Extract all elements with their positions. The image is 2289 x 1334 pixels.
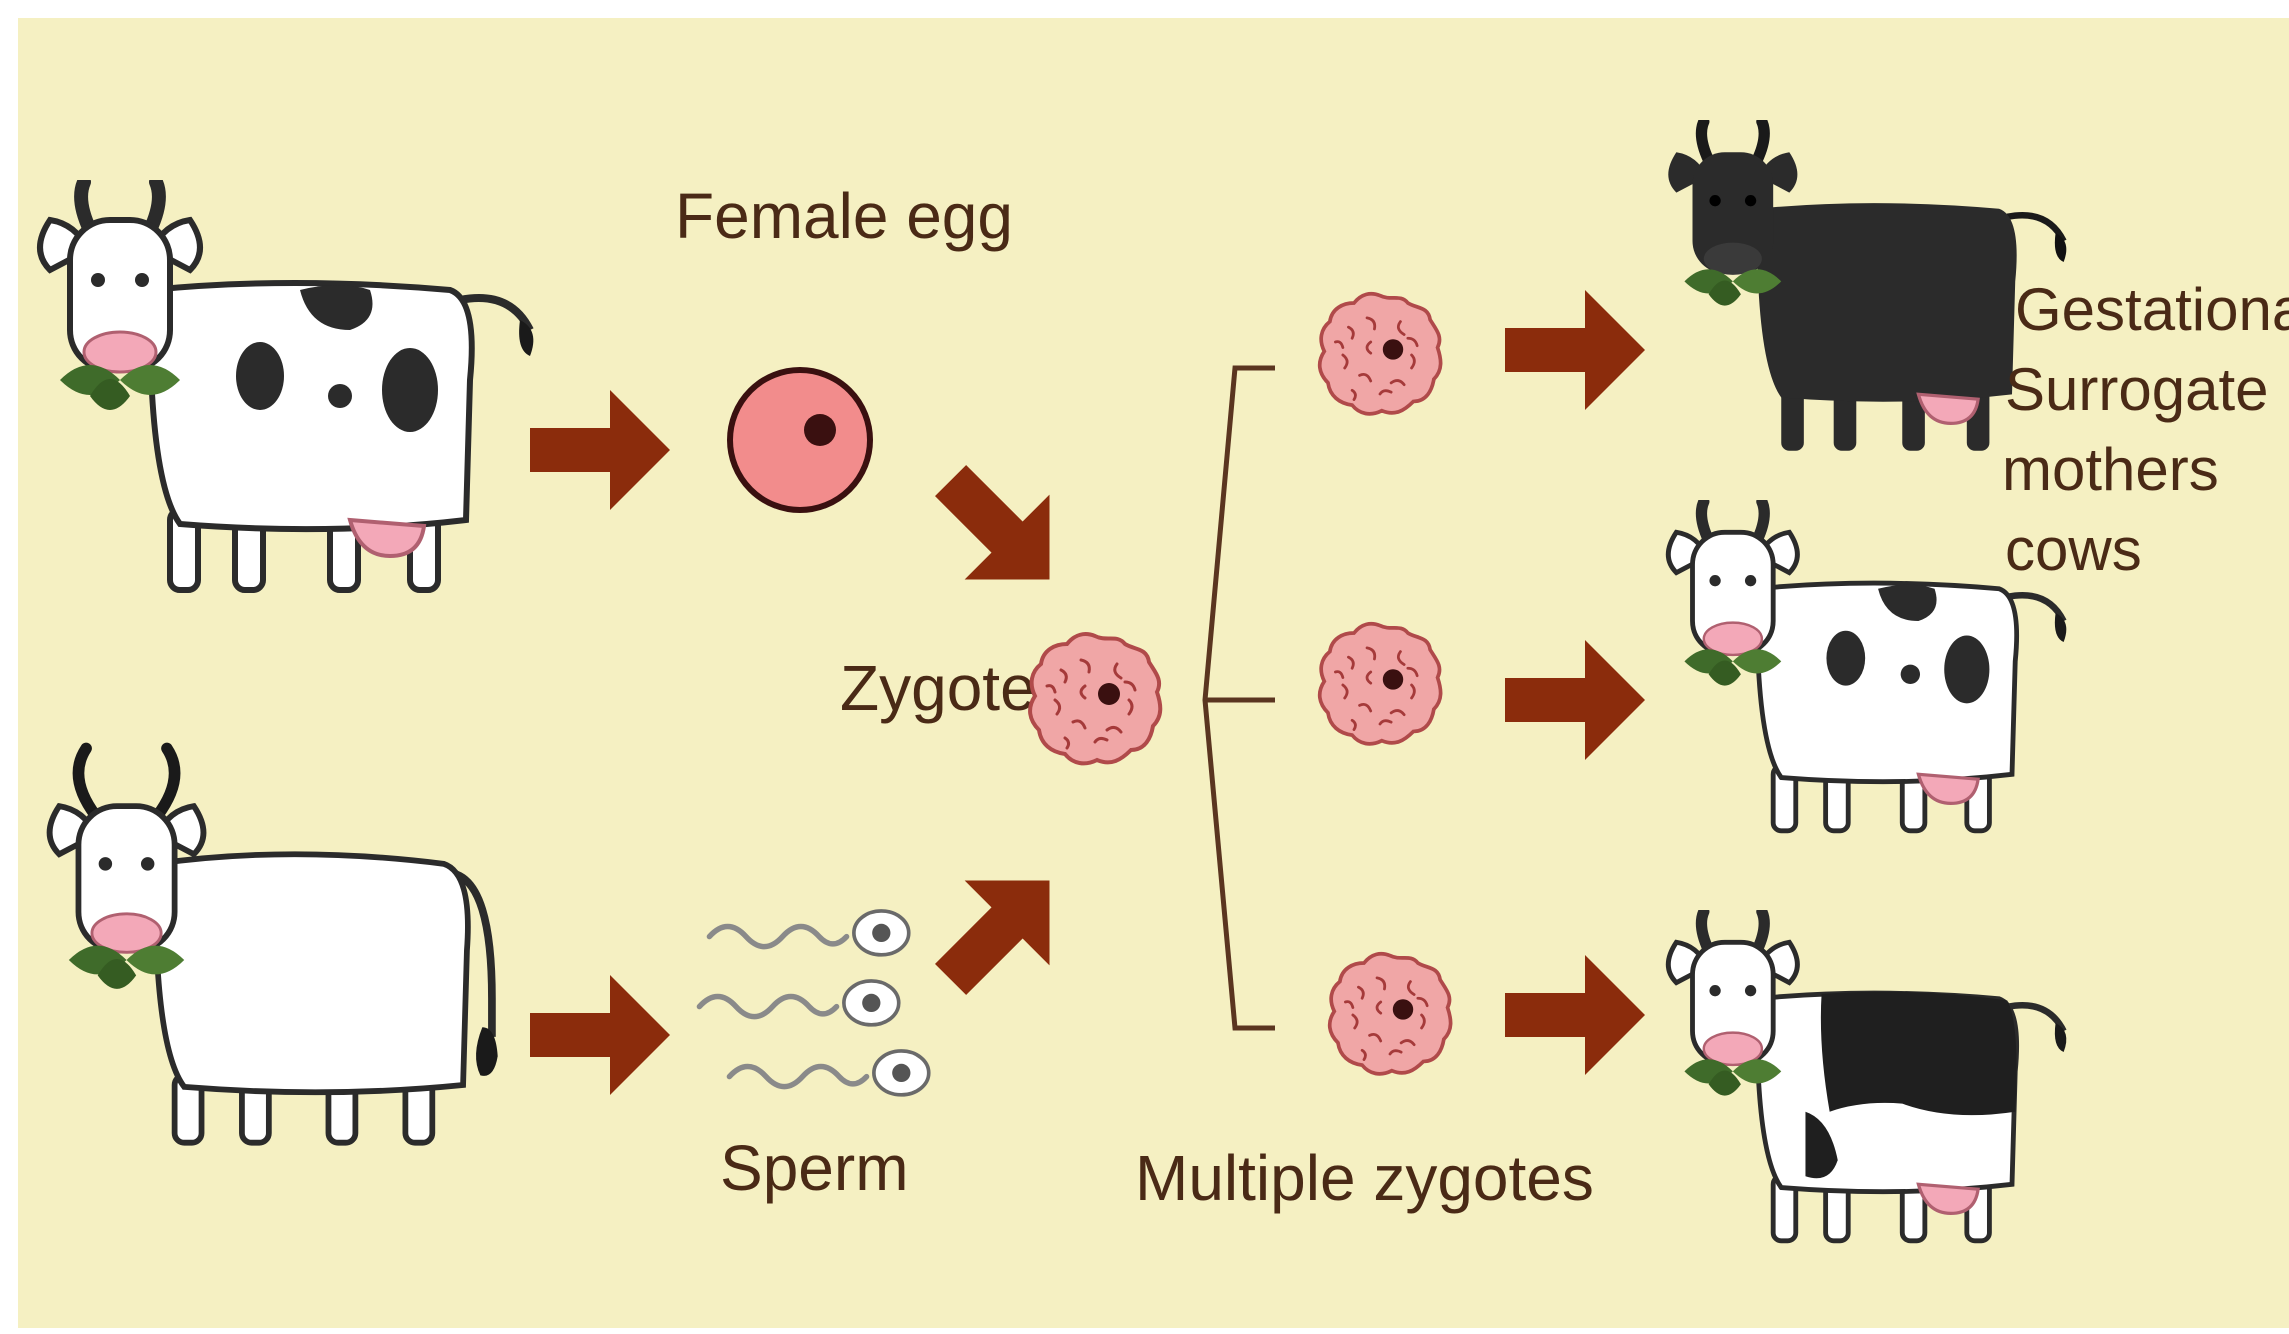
zygote-label: Zygote	[840, 652, 1036, 724]
surrogate-label-line1: Gestational	[2015, 276, 2289, 343]
surrogate-label-line4: cows	[2005, 516, 2142, 583]
female-egg-label: Female egg	[675, 180, 1013, 252]
multiple-zygotes-label: Multiple zygotes	[1135, 1142, 1594, 1214]
surrogate-label-line2: Surrogate	[2005, 356, 2269, 423]
surrogate-label-line3: mothers	[2002, 436, 2219, 503]
egg-cell-icon	[730, 370, 870, 510]
zygote-icon-middle	[1320, 624, 1441, 744]
zygote-icon-top	[1320, 294, 1441, 414]
sperm-label: Sperm	[720, 1132, 909, 1204]
zygote-icon-bottom	[1330, 954, 1451, 1074]
zygote-icon	[1030, 634, 1160, 763]
